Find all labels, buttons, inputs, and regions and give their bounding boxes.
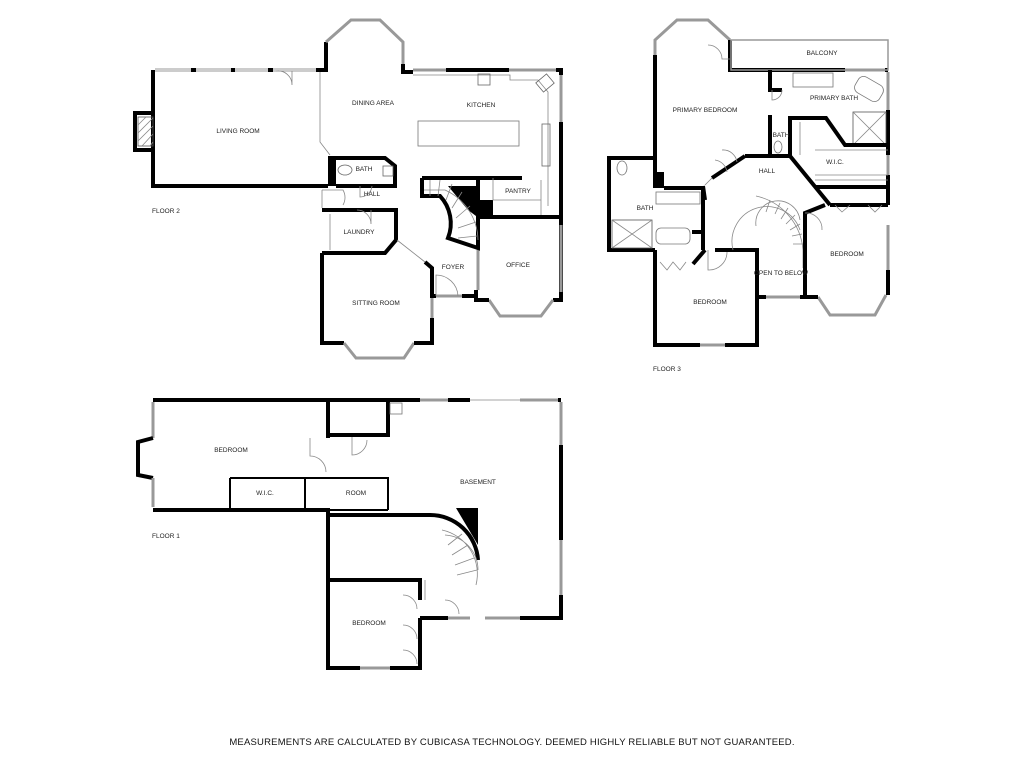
room-labels: LIVING ROOM DINING AREA KITCHEN BATH HAL… [152,50,864,627]
disclaimer-footer: MEASUREMENTS ARE CALCULATED BY CUBICASA … [229,737,795,748]
room-label-primary-bedroom: PRIMARY BEDROOM [673,107,738,114]
balcony-railing [730,39,889,71]
room-label-living-room: LIVING ROOM [216,128,259,135]
floor-3-label: FLOOR 3 [653,366,681,373]
room-label-kitchen: KITCHEN [467,102,496,109]
room-label-sitting-room: SITTING ROOM [352,300,400,307]
floor-3-plan [607,18,890,347]
room-label-office: OFFICE [506,262,530,269]
floor-2-plan [133,18,563,360]
room-label-primary-bath: PRIMARY BATH [810,95,858,102]
floor-2-label: FLOOR 2 [152,208,180,215]
room-label-room: ROOM [346,490,366,497]
room-label-bath-3b: BATH [637,205,654,212]
room-label-wic-1: W.I.C. [256,490,274,497]
room-label-basement: BASEMENT [460,479,496,486]
kitchen-island [417,120,520,147]
room-label-bedroom-1a: BEDROOM [214,447,248,454]
room-label-bath: BATH [356,166,373,173]
floor-1-plan [136,398,563,670]
room-label-hall-3: HALL [759,168,776,175]
room-label-bedroom-3b: BEDROOM [830,251,864,258]
room-label-open-to-below: OPEN TO BELOW [754,270,809,277]
room-label-pantry: PANTRY [505,188,531,195]
fireplace [133,111,153,152]
room-label-dining-area: DINING AREA [352,100,395,107]
room-label-bedroom-3a: BEDROOM [693,299,727,306]
room-label-wic: W.I.C. [826,159,844,166]
room-label-bath-3a: BATH [773,132,790,139]
room-label-balcony: BALCONY [806,50,838,57]
floor-1-label: FLOOR 1 [152,533,180,540]
room-label-bedroom-1b: BEDROOM [352,620,386,627]
room-label-foyer: FOYER [442,264,465,271]
room-label-laundry: LAUNDRY [344,229,376,236]
room-label-hall: HALL [364,191,381,198]
